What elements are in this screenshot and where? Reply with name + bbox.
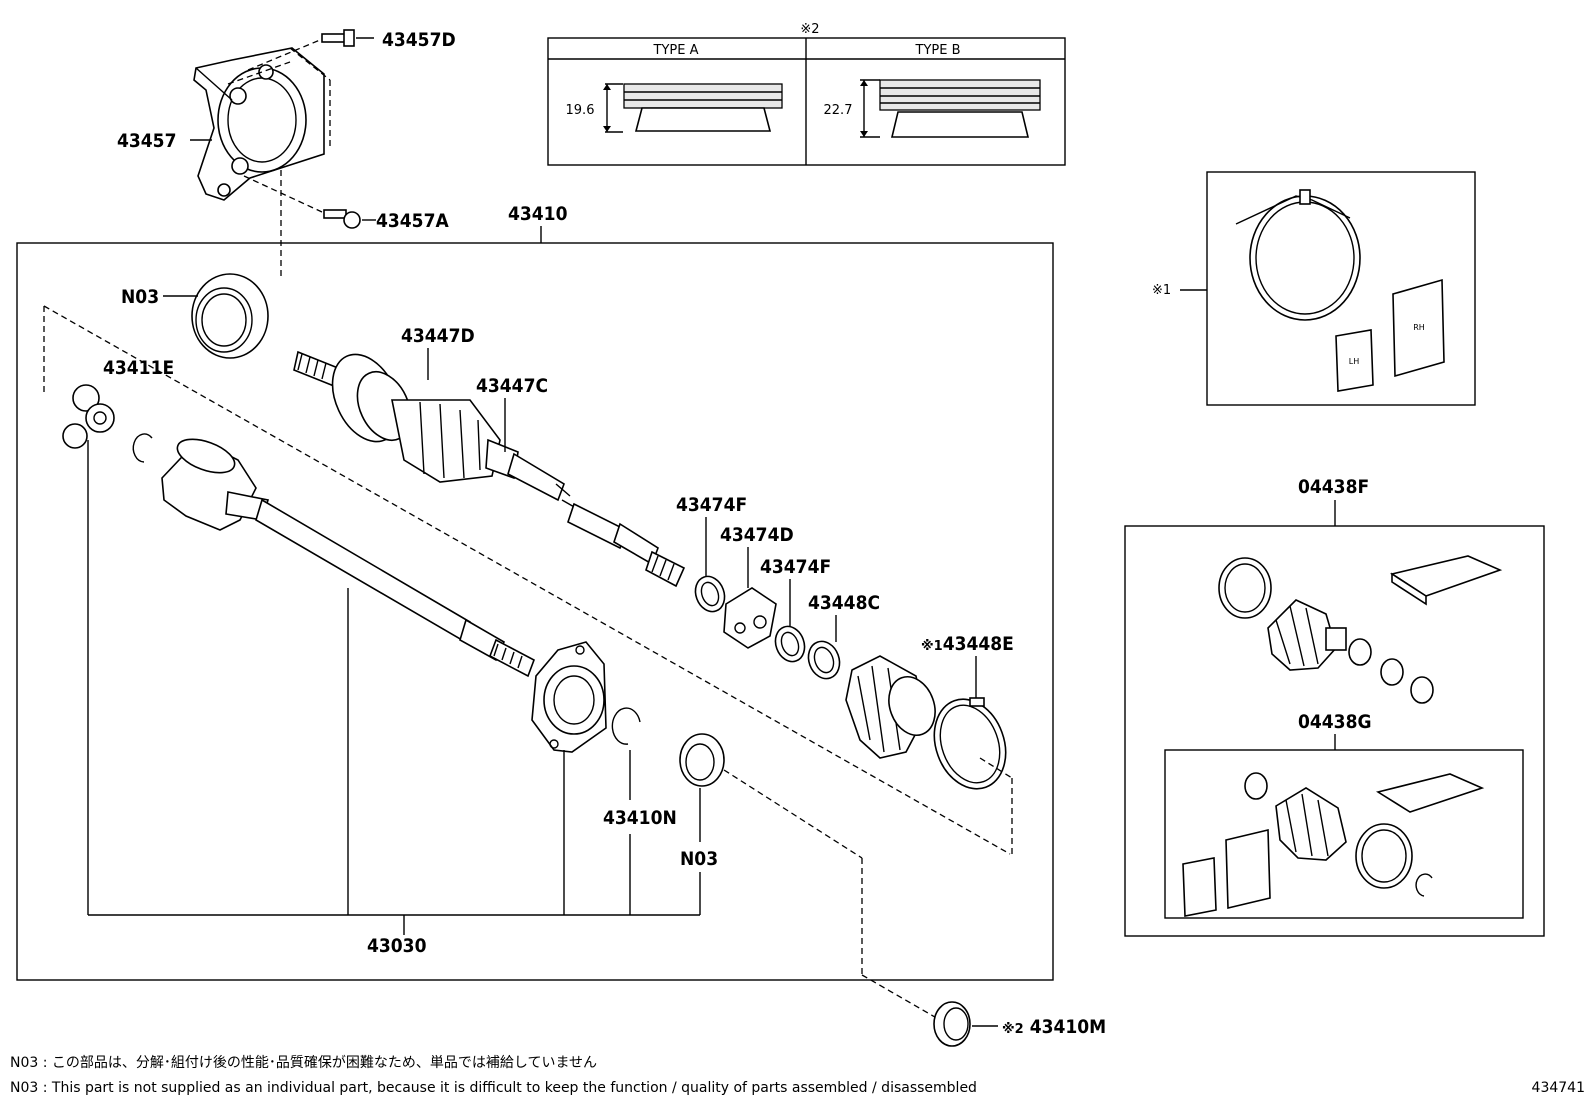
kit-04438G-box (1164, 749, 1524, 919)
label-04438G[interactable]: 04438G (1298, 711, 1372, 733)
label-04438F[interactable]: 04438F (1298, 476, 1369, 498)
damper-43474D-drawing (723, 587, 777, 649)
snap-ring-43410N-drawing (611, 707, 641, 745)
label-43474F-2[interactable]: 43474F (760, 556, 831, 578)
clamp-43448C-drawing (807, 640, 841, 680)
label-43457A[interactable]: 43457A (376, 210, 449, 232)
inboard-shaft-drawing (161, 438, 535, 678)
clamp-43474F-2-drawing (774, 625, 806, 663)
label-N03-bottom[interactable]: N03 (680, 848, 718, 870)
bearing-bracket-drawing (193, 47, 331, 201)
bolt-43457A-drawing (243, 175, 376, 229)
boot-43448E-drawing (845, 655, 1013, 854)
type-a-header: TYPE A (653, 43, 699, 58)
label-43474F-1[interactable]: 43474F (676, 494, 747, 516)
label-43410[interactable]: 43410 (508, 203, 568, 225)
label-43448C[interactable]: 43448C (808, 592, 880, 614)
kit-04438F-box (1124, 525, 1545, 937)
label-43447D[interactable]: 43447D (401, 325, 475, 347)
type-b-dimension: 22.7 (824, 103, 853, 118)
oil-seal-bottom-drawing (679, 733, 725, 787)
kit-04438F-parts-drawing (1218, 555, 1503, 704)
label-43448E[interactable]: ※143448E (921, 633, 1014, 655)
diagram-id: 434741 (1532, 1080, 1585, 1096)
svg-text:LH: LH (1349, 357, 1359, 366)
label-43411E[interactable]: 43411E (103, 357, 174, 379)
label-43474D[interactable]: 43474D (720, 524, 794, 546)
label-43030[interactable]: 43030 (367, 935, 427, 957)
label-43457[interactable]: 43457 (117, 130, 176, 152)
oil-seal-top-drawing (191, 273, 269, 359)
kit-ref1-marker: ※1 (1152, 283, 1171, 298)
band-clamp-drawing: LH RH (1235, 189, 1445, 392)
clamp-43474F-1-drawing (694, 575, 726, 613)
bolt-43457D-drawing (247, 29, 374, 71)
type-b-header: TYPE B (915, 43, 961, 58)
type-a-dimension: 19.6 (566, 103, 595, 118)
leader-43030 (87, 440, 701, 935)
svg-text:RH: RH (1413, 323, 1425, 332)
label-43457D[interactable]: 43457D (382, 29, 456, 51)
type-a-seal-drawing: 19.6 (566, 83, 783, 133)
note-english: N03 : This part is not supplied as an in… (10, 1080, 977, 1096)
label-43410N[interactable]: 43410N (603, 807, 677, 829)
label-N03-top[interactable]: N03 (121, 286, 159, 308)
kit-04438G-parts-drawing (1182, 772, 1485, 917)
note-japanese: N03 : この部品は、分解･組付け後の性能･品質確保が困難なため、単品では補給… (10, 1055, 597, 1071)
type-table: ※2 TYPE A TYPE B 19.6 (547, 22, 1066, 166)
type-table-marker: ※2 (800, 22, 819, 37)
kit-ref1-box (1206, 171, 1476, 406)
outboard-joint-drawing (293, 350, 686, 588)
bearing-housing-drawing (531, 641, 607, 753)
seal-43410M-drawing (933, 1001, 971, 1047)
assembly-43410-box (16, 242, 1054, 981)
type-b-seal-drawing: 22.7 (824, 79, 1041, 138)
label-43447C[interactable]: 43447C (476, 375, 548, 397)
tripod-joint-drawing (43, 305, 1011, 855)
